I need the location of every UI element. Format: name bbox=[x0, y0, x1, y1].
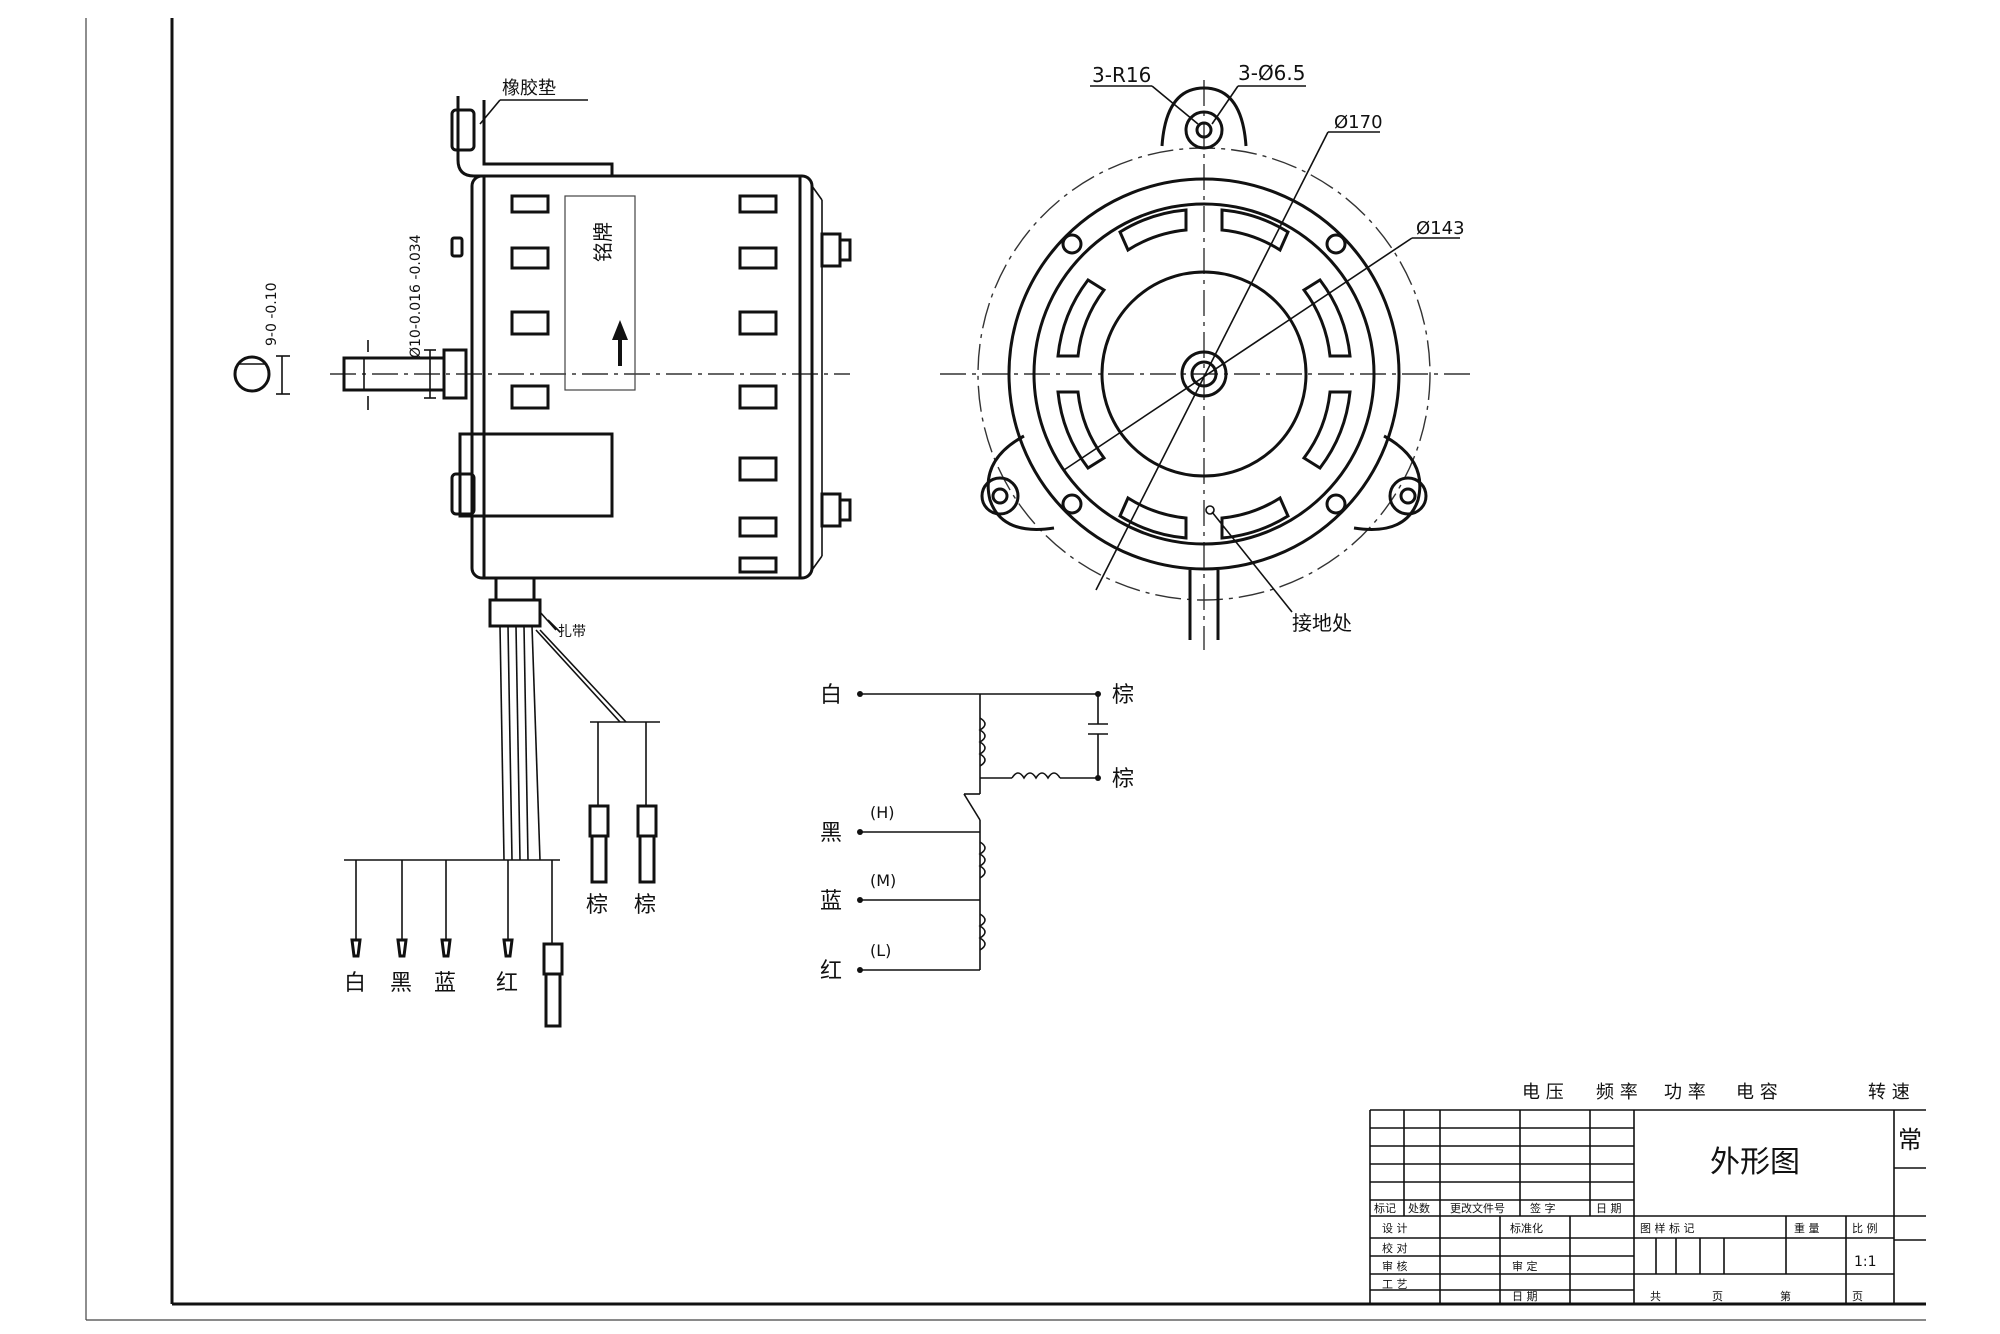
header-capacitance: 电 容 bbox=[1736, 1082, 1778, 1103]
rev-date: 日 期 bbox=[1596, 1202, 1622, 1215]
header-speed: 转 速 bbox=[1868, 1082, 1910, 1103]
row-design: 设 计 bbox=[1382, 1222, 1408, 1235]
label-scale: 比 例 bbox=[1852, 1221, 1878, 1235]
row-process: 工 艺 bbox=[1382, 1278, 1408, 1291]
sheet-no-b: 页 bbox=[1852, 1290, 1863, 1303]
header-voltage: 电 压 bbox=[1522, 1082, 1564, 1103]
speed-low: (L) bbox=[870, 941, 891, 960]
title-side-char: 常 bbox=[1898, 1126, 1922, 1154]
brown-label-2: 棕 bbox=[634, 893, 656, 918]
drawing-title: 外形图 bbox=[1710, 1145, 1800, 1180]
schematic-brown-top: 棕 bbox=[1112, 683, 1134, 708]
schematic-blue: 蓝 bbox=[820, 889, 842, 914]
rev-doc: 更改文件号 bbox=[1450, 1201, 1505, 1215]
header-frequency: 频 率 bbox=[1596, 1082, 1638, 1103]
motor-front-view bbox=[940, 80, 1470, 650]
schematic-red: 红 bbox=[820, 959, 842, 984]
header-power: 功 率 bbox=[1664, 1082, 1706, 1103]
flat-dimension: 9-0 -0.10 bbox=[264, 282, 280, 346]
wire-label-red: 红 bbox=[496, 971, 518, 996]
sheet-total-b: 页 bbox=[1712, 1290, 1723, 1303]
row-review: 审 核 bbox=[1382, 1259, 1408, 1273]
wire-label-black: 黑 bbox=[390, 971, 412, 996]
radius-label: 3-R16 bbox=[1092, 63, 1151, 87]
label-date: 日 期 bbox=[1512, 1290, 1538, 1303]
sheet-total-a: 共 bbox=[1650, 1290, 1661, 1303]
title-block-header: 电 压 频 率 功 率 电 容 转 速 bbox=[1522, 1082, 1910, 1103]
wire-label-blue: 蓝 bbox=[434, 971, 456, 996]
row-check: 校 对 bbox=[1382, 1241, 1408, 1255]
title-block bbox=[1369, 1109, 1926, 1304]
diameter-143-label: Ø143 bbox=[1416, 218, 1465, 239]
shaft-dimension: Ø10-0.016 -0.034 bbox=[408, 234, 424, 358]
revision-row: 标记 处数 更改文件号 签 字 日 期 bbox=[1374, 1201, 1622, 1215]
wire-label-white: 白 bbox=[344, 971, 366, 996]
sheet-border bbox=[85, 18, 1926, 1321]
ground-label: 接地处 bbox=[1292, 611, 1352, 635]
vent-slots bbox=[510, 194, 778, 574]
schematic-white: 白 bbox=[820, 683, 842, 708]
label-standardization: 标准化 bbox=[1510, 1221, 1543, 1235]
nameplate-label: 铭牌 bbox=[591, 222, 615, 262]
speed-high: (H) bbox=[870, 803, 895, 822]
schematic-black: 黑 bbox=[820, 821, 842, 846]
sheet-no-a: 第 bbox=[1780, 1289, 1791, 1303]
rev-count: 处数 bbox=[1408, 1202, 1430, 1215]
diameter-170-label: Ø170 bbox=[1334, 112, 1383, 133]
scale-value: 1:1 bbox=[1854, 1254, 1877, 1270]
rubber-pad-label: 橡胶垫 bbox=[502, 78, 556, 99]
label-approve: 审 定 bbox=[1512, 1259, 1538, 1273]
cable-tie-label: 扎带 bbox=[558, 624, 586, 640]
brown-label-1: 棕 bbox=[586, 893, 608, 918]
wiring-schematic bbox=[857, 691, 1108, 973]
approval-rows: 设 计 校 对 审 核 工 艺 标准化 审 定 日 期 图 样 标 记 重 量 … bbox=[1382, 1221, 1878, 1303]
speed-mid: (M) bbox=[870, 871, 896, 890]
label-drawing-mark: 图 样 标 记 bbox=[1640, 1221, 1695, 1235]
rev-sign: 签 字 bbox=[1530, 1201, 1556, 1215]
motor-side-view bbox=[233, 96, 852, 1028]
hole-label: 3-Ø6.5 bbox=[1238, 61, 1306, 85]
label-weight: 重 量 bbox=[1794, 1221, 1820, 1235]
schematic-brown-bottom: 棕 bbox=[1112, 767, 1134, 792]
rev-mark: 标记 bbox=[1374, 1201, 1396, 1215]
